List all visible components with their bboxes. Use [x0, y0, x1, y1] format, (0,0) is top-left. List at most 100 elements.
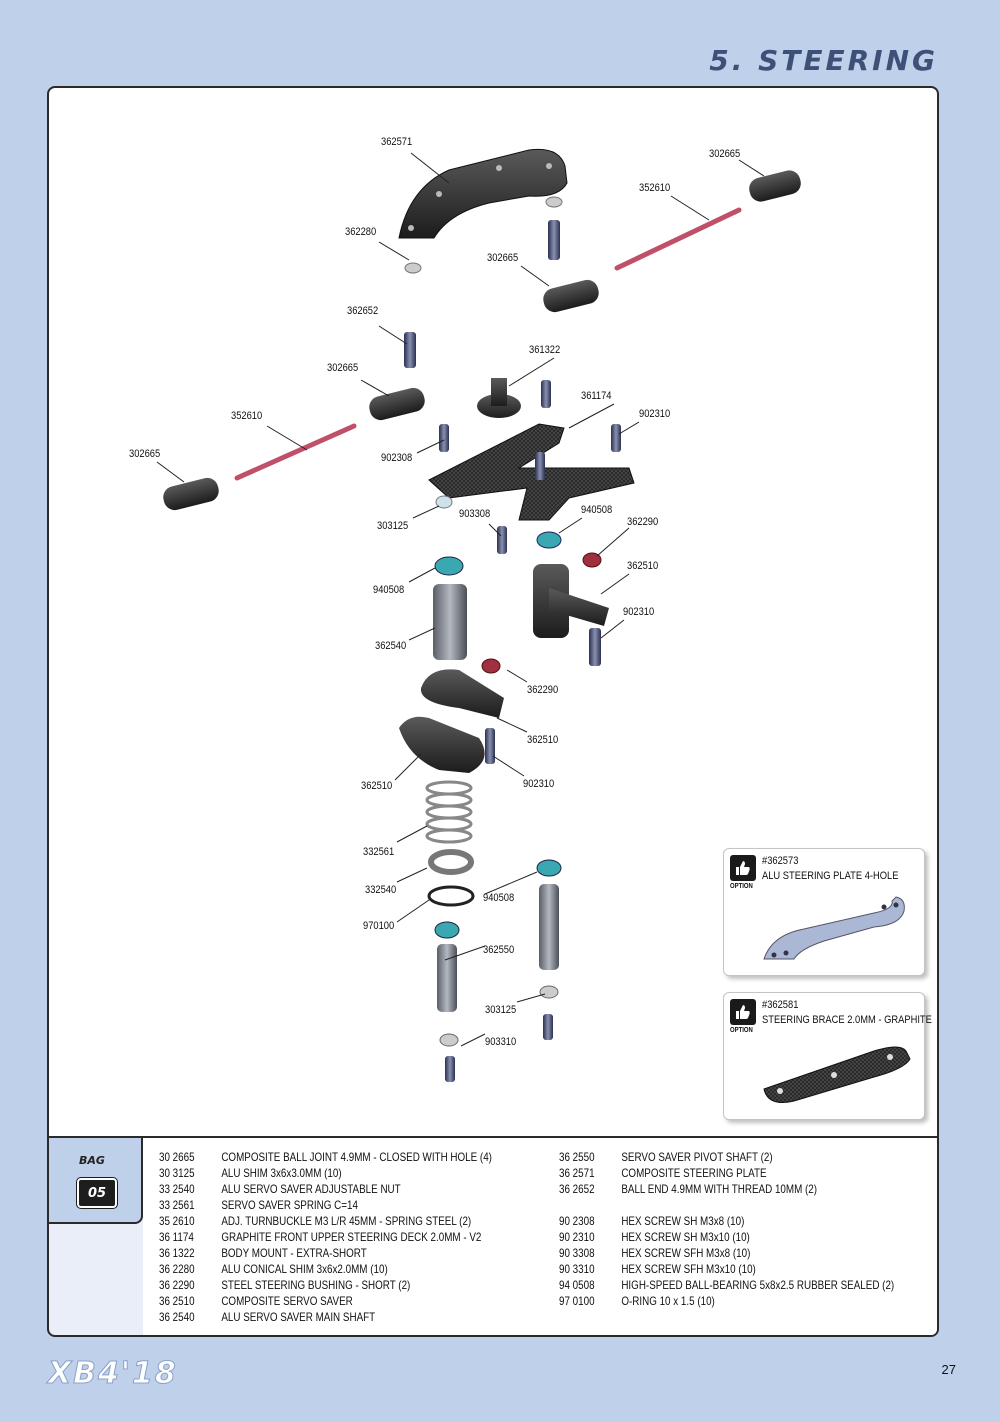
shim-part	[439, 1033, 459, 1047]
turnbuckle-part	[614, 207, 742, 271]
option-name: STEERING BRACE 2.0MM - GRAPHITE	[762, 1014, 932, 1026]
part-label: 302665	[487, 252, 519, 264]
o-ring-part	[427, 885, 475, 907]
bag-number: 05	[76, 1177, 118, 1209]
bag-label: BAG	[79, 1154, 105, 1167]
bearing-part	[434, 556, 464, 576]
part-label: 940508	[483, 892, 515, 904]
part-label: 970100	[363, 920, 395, 932]
servo-saver-part	[420, 669, 504, 718]
part-label: 940508	[373, 584, 405, 596]
part-label: 362510	[527, 734, 559, 746]
part-label: 332561	[363, 846, 395, 858]
screw-part	[548, 220, 560, 260]
option-word: OPTION	[730, 1027, 753, 1034]
servo-saver-part	[399, 716, 485, 773]
steering-deck-part	[428, 423, 635, 521]
exploded-diagram	[156, 148, 801, 1082]
shim-part	[539, 985, 559, 999]
option-part-image	[763, 1046, 911, 1103]
part-label: 902310	[523, 778, 555, 790]
option-name: ALU STEERING PLATE 4-HOLE	[762, 870, 899, 882]
exploded-diagram-panel: 362571 302665 352610 362280 302665 36265…	[47, 86, 939, 1136]
ball-joint-part	[163, 477, 219, 511]
screw-part	[485, 728, 495, 764]
part-label: 302665	[327, 362, 359, 374]
bearing-part	[434, 921, 460, 939]
part-label: 940508	[581, 504, 613, 516]
option-word: OPTION	[730, 883, 753, 890]
part-label: 903310	[485, 1036, 517, 1048]
spring-part	[425, 780, 473, 844]
part-label: 362510	[361, 780, 393, 792]
part-label: 362540	[375, 640, 407, 652]
brand-logo: XB4'18	[48, 1356, 178, 1392]
thumbs-up-icon	[730, 999, 756, 1025]
part-label: 303125	[485, 1004, 517, 1016]
part-label: 303125	[377, 520, 409, 532]
part-label: 302665	[709, 148, 741, 160]
pivot-shaft-part	[437, 944, 457, 1012]
option-card: OPTION #362581 STEERING BRACE 2.0MM - GR…	[723, 992, 932, 1120]
screw-part	[439, 424, 449, 452]
option-number: #362581	[762, 999, 799, 1011]
part-label: 362290	[627, 516, 659, 528]
part-label: 362290	[527, 684, 559, 696]
page-title: 5. STEERING	[709, 44, 938, 77]
part-label: 902310	[623, 606, 655, 618]
conical-shim-part	[404, 262, 422, 274]
bushing-part	[481, 658, 501, 674]
ball-end-part	[404, 332, 416, 368]
part-label: 902308	[381, 452, 413, 464]
servo-saver-part	[533, 564, 609, 638]
option-card: OPTION #362573 ALU STEERING PLATE 4-HOLE	[723, 848, 925, 976]
part-label: 361322	[529, 344, 561, 356]
shim-part	[545, 196, 563, 208]
bearing-part	[536, 859, 562, 877]
part-label: 302665	[129, 448, 161, 460]
screw-part	[611, 424, 621, 452]
screw-part	[535, 452, 545, 480]
page-number: 27	[941, 1362, 956, 1377]
part-label: 361174	[581, 390, 612, 402]
ball-joint-part	[369, 387, 425, 421]
ball-joint-part	[749, 170, 801, 202]
option-part-image	[763, 896, 905, 960]
steering-plate-part	[398, 148, 568, 239]
pivot-shaft-part	[539, 884, 559, 970]
part-label: 352610	[231, 410, 263, 422]
turnbuckle-part	[234, 423, 357, 481]
parts-list	[143, 1138, 937, 1335]
screw-part	[541, 380, 551, 408]
screw-part	[589, 628, 601, 666]
part-label: 362571	[381, 136, 413, 148]
part-label: 362550	[483, 944, 515, 956]
part-label: 362652	[347, 305, 379, 317]
part-label: 352610	[639, 182, 671, 194]
part-label: 362280	[345, 226, 377, 238]
part-label: 902310	[639, 408, 671, 420]
screw-part	[543, 1014, 553, 1040]
adjustable-nut-part	[428, 849, 474, 875]
ball-joint-part	[543, 279, 599, 313]
shim-part	[435, 495, 453, 509]
body-mount-part	[477, 378, 521, 418]
